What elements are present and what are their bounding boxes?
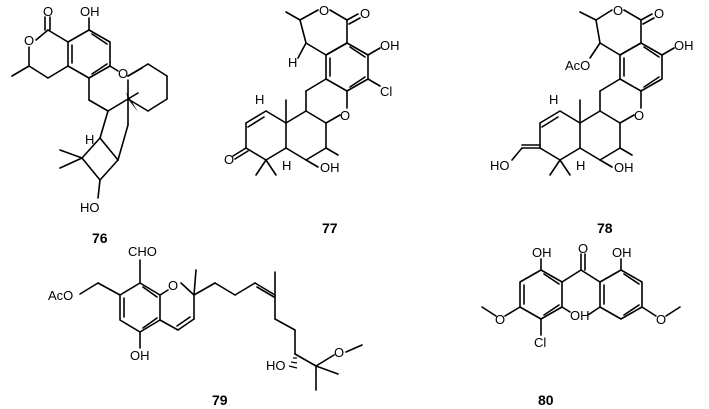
atom-label: H <box>85 132 94 147</box>
atom-label: O <box>43 4 53 19</box>
atom-label: H <box>255 92 264 107</box>
atom-label: H <box>282 158 291 173</box>
atom-label: O <box>118 66 128 81</box>
compound-78: O O AcO OH H O HO H OH 78 <box>490 3 694 236</box>
atom-label: OH <box>570 308 590 323</box>
atom-label: Cl <box>534 335 546 350</box>
atom-label: O <box>613 3 623 18</box>
compound-77: O O H OH Cl O H O H OH 77 <box>224 3 400 236</box>
atom-label: HO <box>266 358 286 373</box>
atom-label: CHO <box>128 244 157 259</box>
atom-label: H <box>288 55 297 70</box>
atom-label: Cl <box>380 84 392 99</box>
atom-label: O <box>224 152 234 167</box>
atom-label: HO <box>80 200 100 215</box>
compound-80: OH O OH O OH Cl O 80 <box>481 241 681 408</box>
atom-label: OH <box>320 160 340 175</box>
atom-label: AcO <box>565 58 590 73</box>
atom-label: H <box>549 92 558 107</box>
atom-label: H <box>576 158 585 173</box>
compound-number: 77 <box>322 220 338 236</box>
atom-label: O <box>578 241 588 256</box>
atom-label: O <box>634 108 644 123</box>
atom-label: AcO <box>48 288 73 303</box>
compound-76: O OH O O H HO 76 <box>11 4 168 246</box>
atom-label: O <box>319 3 329 18</box>
atom-label: OH <box>532 245 552 260</box>
atom-label: OH <box>130 348 150 363</box>
atom-label: O <box>656 312 666 327</box>
atom-label: O <box>334 345 344 360</box>
atom-label: HO <box>490 158 510 173</box>
compound-number: 76 <box>92 230 108 246</box>
atom-label: O <box>360 6 370 21</box>
compound-79: CHO O AcO OH HO O 79 <box>48 244 363 408</box>
compound-number: 78 <box>597 220 613 236</box>
atom-label: OH <box>380 38 400 53</box>
atom-label: OH <box>612 245 632 260</box>
atom-label: O <box>340 108 350 123</box>
atom-label: O <box>24 33 34 48</box>
atom-label: O <box>168 278 178 293</box>
atom-label: O <box>654 6 664 21</box>
atom-label: OH <box>614 160 634 175</box>
compound-number: 79 <box>212 392 228 408</box>
atom-label: OH <box>80 4 100 19</box>
atom-label: O <box>495 312 505 327</box>
atom-label: OH <box>674 38 694 53</box>
compound-number: 80 <box>538 392 554 408</box>
